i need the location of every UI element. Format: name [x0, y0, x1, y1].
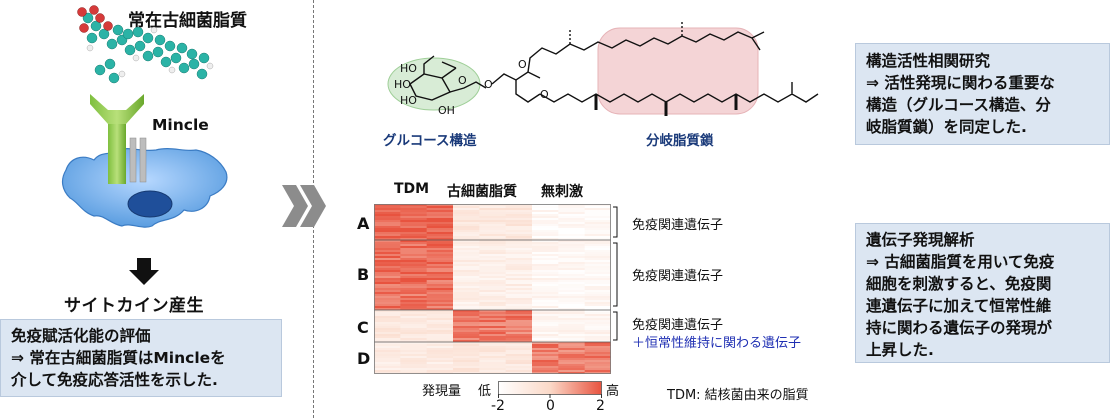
evaluation-title: 免疫賦活化能の評価: [11, 327, 151, 345]
expression-heatmap: [374, 204, 611, 374]
chain-label: 分岐脂質鎖: [646, 133, 714, 149]
atom-o-3: O: [540, 88, 549, 101]
sar-line2: ⇒ 活性発現に関わる重要な: [866, 74, 1055, 92]
gene-expression-box: 遺伝子発現解析 ⇒ 古細菌脂質を用いて免疫 細胞を刺激すると、免疫関 連遺伝子に…: [855, 223, 1110, 363]
legend-low: 低: [478, 384, 492, 399]
legend-label: 発現量: [422, 384, 462, 399]
bracket-c: [613, 311, 618, 341]
sar-box: 構造活性相関研究 ⇒ 活性発現に関わる重要な 構造（グルコース構造、分 岐脂質鎖…: [855, 43, 1110, 145]
gene-box-line3: 細胞を刺激すると、免疫関: [866, 275, 1052, 293]
column-label-tdm: TDM: [394, 181, 430, 197]
bracket-a: [613, 206, 618, 238]
cytokine-label: サイトカイン産生: [64, 296, 204, 316]
annotation-b: 免疫関連遺伝子: [632, 269, 724, 284]
double-chevron-icon: [282, 185, 326, 227]
bracket-b: [613, 242, 618, 307]
atom-oh: OH: [438, 104, 455, 117]
row-label-c: C: [357, 318, 369, 337]
gene-box-line4: 連遺伝子に加えて恒常性維: [866, 297, 1052, 315]
gene-box-line2: ⇒ 古細菌脂質を用いて免疫: [866, 253, 1055, 271]
column-label-unstimulated: 無刺激: [541, 184, 583, 200]
tdm-footnote: TDM: 結核菌由来の脂質: [667, 388, 809, 403]
annotation-c2: ＋恒常性維持に関わる遺伝子: [632, 336, 802, 351]
lipid-title: 常在古細菌脂質: [128, 11, 247, 31]
annotation-c1: 免疫関連遺伝子: [632, 318, 724, 333]
row-label-d: D: [357, 349, 371, 368]
mincle-receptor-cell-image: [61, 94, 228, 228]
chain-highlight: [597, 27, 759, 115]
annotation-a: 免疫関連遺伝子: [632, 218, 724, 233]
down-arrow-icon: [129, 258, 159, 285]
sar-line4: 岐脂質鎖）を同定した.: [866, 118, 1027, 136]
gene-box-title: 遺伝子発現解析: [866, 231, 975, 249]
atom-o-2: O: [518, 58, 527, 71]
atom-ho-3: HO: [400, 94, 417, 107]
evaluation-line3: 介して免疫応答活性を示した.: [11, 371, 218, 389]
row-label-a: A: [357, 214, 370, 233]
chemical-structure: HO HO HO OH O O O O: [387, 22, 819, 117]
row-label-b: B: [357, 265, 370, 284]
glucose-label: グルコース構造: [383, 133, 477, 149]
legend-tick-min: -2: [491, 398, 505, 414]
column-label-archaea: 古細菌脂質: [447, 184, 517, 200]
gene-box-line5: 持に関わる遺伝子の発現が: [866, 319, 1053, 337]
receptor-label: Mincle: [152, 116, 209, 134]
legend-high: 高: [606, 384, 620, 399]
legend-colorbar: [498, 381, 602, 398]
legend-tick-max: 2: [596, 398, 605, 414]
legend-tick-mid: 0: [546, 398, 555, 414]
gene-box-line6: 上昇した.: [866, 341, 934, 359]
sar-line3: 構造（グルコース構造、分: [866, 96, 1051, 114]
sar-title: 構造活性相関研究: [866, 52, 991, 70]
atom-o-ring: O: [458, 74, 467, 87]
atom-ho-2: HO: [394, 78, 411, 91]
atom-o-1: O: [484, 78, 493, 91]
lipid-molecule-image: [77, 5, 214, 84]
evaluation-line2: ⇒ 常在古細菌脂質はMincleを: [11, 349, 226, 367]
evaluation-box: 免疫賦活化能の評価 ⇒ 常在古細菌脂質はMincleを 介して免疫応答活性を示し…: [0, 319, 282, 397]
cell-nucleus: [127, 190, 173, 218]
atom-ho-1: HO: [400, 62, 417, 75]
